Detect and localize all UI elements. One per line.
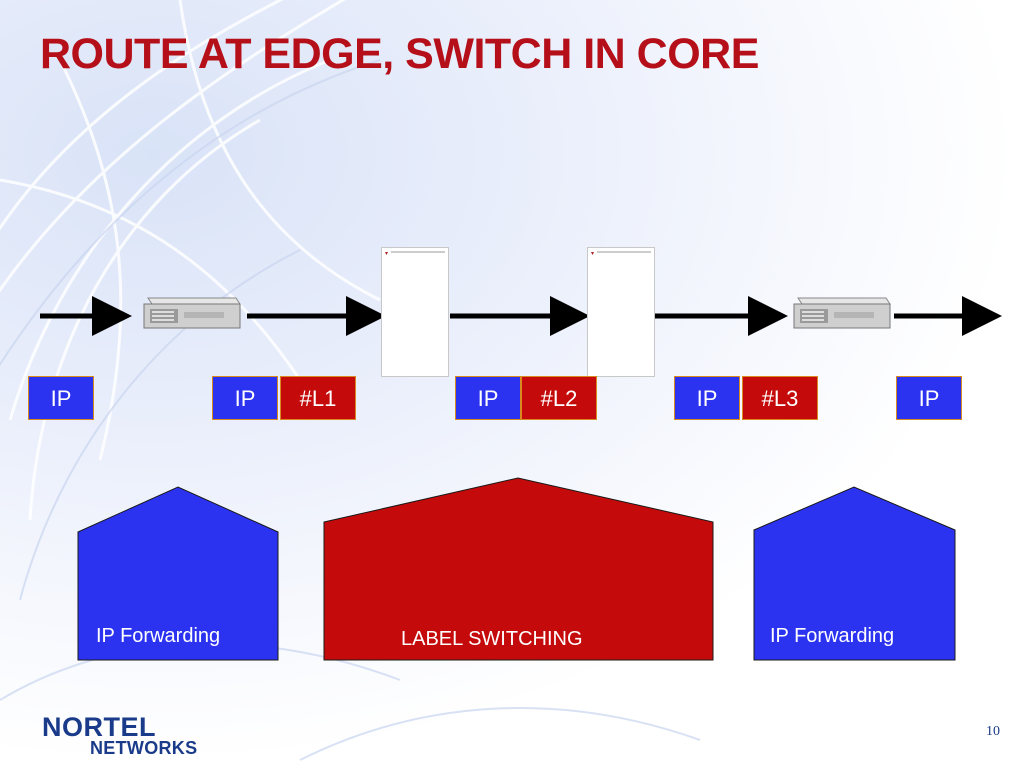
stage-caption-core: LABEL SWITCHING bbox=[401, 628, 583, 650]
nortel-networks-logo: NORTEL NETWORKS bbox=[42, 712, 197, 758]
packet-ip-header: IP bbox=[455, 376, 521, 420]
stage-shape-ip-forwarding-egress bbox=[753, 486, 956, 661]
stage-caption-ingress: IP Forwarding bbox=[96, 625, 221, 647]
router-icon bbox=[143, 297, 241, 329]
packet-ip-header: IP bbox=[674, 376, 740, 420]
placeholder-caption bbox=[391, 251, 445, 253]
packet-label: #L2 bbox=[521, 376, 597, 420]
broken-image-icon: ▾ bbox=[591, 251, 595, 257]
router-icon bbox=[793, 297, 891, 329]
core-switch-image-placeholder: ▾ bbox=[587, 247, 655, 377]
stage-shape-ip-forwarding-ingress bbox=[77, 486, 279, 661]
packet-ip-header: IP bbox=[28, 376, 94, 420]
packet-ip-header: IP bbox=[212, 376, 278, 420]
stage-caption-egress: IP Forwarding bbox=[770, 625, 895, 647]
logo-line-2: NETWORKS bbox=[90, 738, 198, 758]
slide-title: ROUTE AT EDGE, SWITCH IN CORE bbox=[40, 30, 759, 78]
placeholder-caption bbox=[597, 251, 651, 253]
packet-ip-header: IP bbox=[896, 376, 962, 420]
core-switch-image-placeholder: ▾ bbox=[381, 247, 449, 377]
logo-line-1: NORTEL bbox=[42, 712, 156, 742]
packet-label: #L1 bbox=[280, 376, 356, 420]
broken-image-icon: ▾ bbox=[385, 251, 389, 257]
packet-label: #L3 bbox=[742, 376, 818, 420]
page-number: 10 bbox=[986, 724, 1000, 739]
stage-shape-label-switching bbox=[323, 477, 714, 661]
